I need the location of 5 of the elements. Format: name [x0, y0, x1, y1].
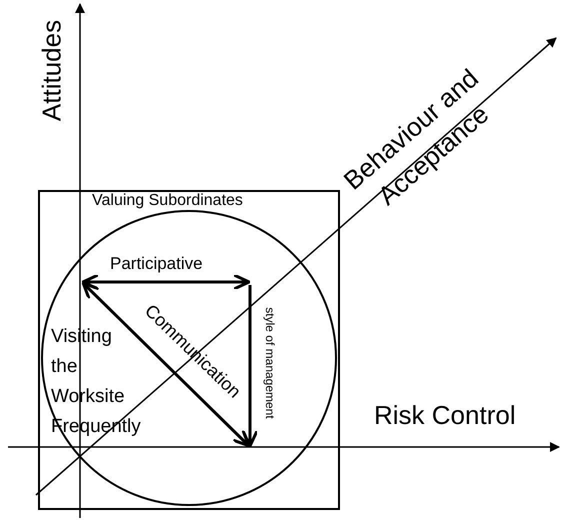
arrow-label: style of management [263, 306, 277, 421]
axis-title: Risk Control [374, 400, 516, 431]
arrow-label: Participative [110, 254, 203, 274]
frame-title: Valuing Subordinates [92, 192, 243, 210]
axis-title: Attitudes [36, 18, 68, 124]
